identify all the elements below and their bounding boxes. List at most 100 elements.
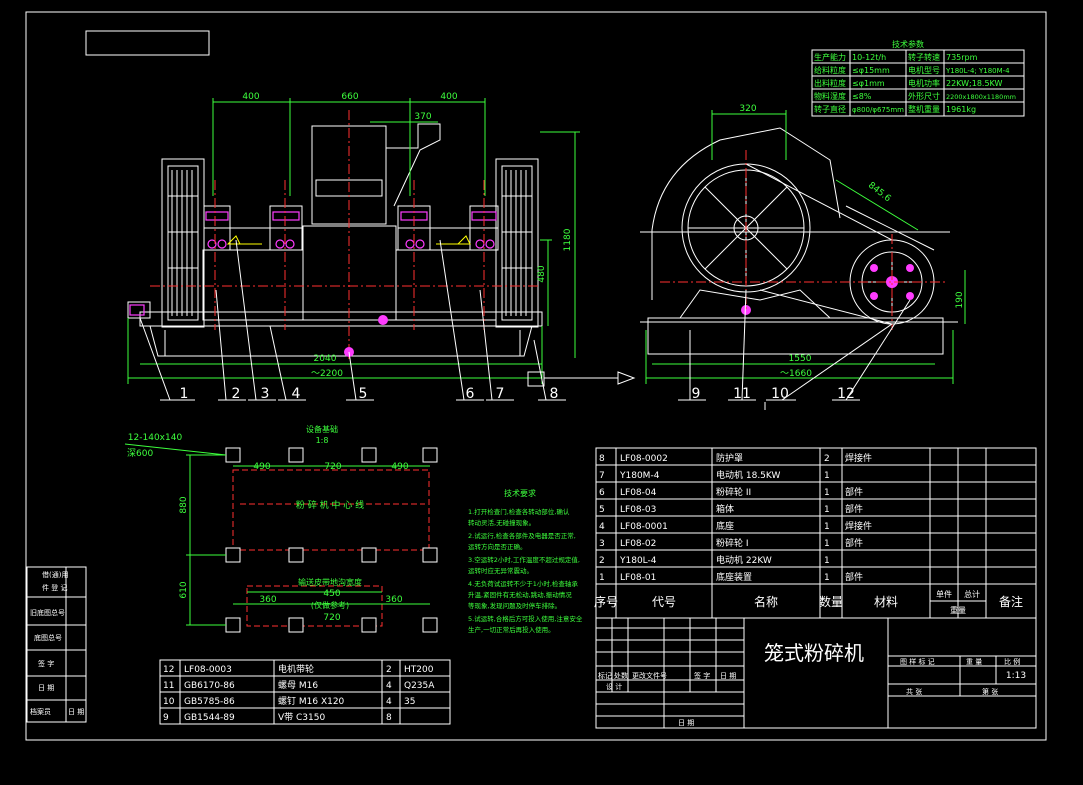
tech-params-title: 技术参数 <box>892 39 924 49</box>
balloon-number: 11 <box>733 386 751 402</box>
dim-label: 480 <box>537 265 547 282</box>
left-strip-text: 借(通)用 <box>42 570 68 579</box>
bom-cell: 7 <box>599 471 605 481</box>
title-label: 重 量 <box>966 658 982 666</box>
bom-header: 单件 <box>936 589 952 599</box>
bom-cell: LF08-0003 <box>184 665 232 675</box>
bom-header: 材料 <box>874 595 898 609</box>
param-cell: 物料湿度 <box>814 91 846 101</box>
tech-requirements: 技术要求 1.打开检查门,检查各转动部位,确认 转动灵活,无碰撞现象。 2.试运… <box>468 488 583 634</box>
dim-label: 190 <box>955 291 965 308</box>
param-cell: 电机功率 <box>908 78 940 88</box>
bom-cell: 2 <box>824 454 830 464</box>
bom-cell: 9 <box>163 713 169 723</box>
bom-cell: 部件 <box>845 537 863 549</box>
bom-header: 序号 <box>594 594 618 609</box>
bom-cell: 焊接件 <box>845 520 872 532</box>
left-strip-text: 底图总号 <box>34 633 62 642</box>
foundation-scale: 1:8 <box>316 436 329 445</box>
bom-cell: 1 <box>824 539 830 549</box>
bom-cell: Y180L-4 <box>619 556 657 566</box>
bom-header: 重量 <box>950 605 966 615</box>
left-strip-text: 日 期 <box>38 684 54 692</box>
bom-cell: 部件 <box>845 571 863 583</box>
left-strip-text: 件 登 记 <box>42 583 67 592</box>
param-cell: 出料粒度 <box>814 78 846 88</box>
bom-cell: 4 <box>599 522 605 532</box>
title-label: 更改文件号 <box>632 671 667 680</box>
title-label: 处数 <box>614 671 628 680</box>
dim-label: 320 <box>739 104 756 114</box>
left-strip-text: 签 字 <box>38 659 54 668</box>
foundation-title: 设备基础 <box>306 424 338 434</box>
bom-cell: 1 <box>824 505 830 515</box>
bom-cell: 防护罩 <box>716 452 743 464</box>
bom-header: 备注 <box>999 594 1023 609</box>
dim-label: ～2200 <box>311 369 343 379</box>
dim-label: 360 <box>385 595 402 605</box>
bom-header: 代号 <box>652 595 676 609</box>
bom-cell: 部件 <box>845 503 863 515</box>
bom-cell: 电动机 18.5KW <box>716 469 780 481</box>
title-block: 笼式粉碎机 图 样 标 记 重 量 比 例 共 张 第 张 标记 处数 更改文件… <box>595 617 1037 729</box>
bom-upper-table: 8 LF08-0002 防护罩 2 焊接件 7 Y180M-4 电动机 18.5… <box>594 447 1037 619</box>
param-cell: φ800/φ675mm <box>852 106 904 114</box>
title-label: 日 期 <box>720 672 736 680</box>
scale-value: 1:13 <box>1006 671 1026 681</box>
balloon-number: 4 <box>292 386 301 402</box>
bom-cell: 1 <box>824 556 830 566</box>
dim-label: 360 <box>259 595 276 605</box>
param-cell: 22KW;18.5KW <box>946 79 1003 88</box>
bom-cell: LF08-0001 <box>620 522 668 532</box>
bom-cell: LF08-04 <box>620 488 657 498</box>
dim-label: 490 <box>391 462 408 472</box>
param-cell: 电机型号 <box>908 65 940 75</box>
left-strip-text: 档案员 <box>30 707 51 716</box>
param-cell: 转子直径 <box>814 104 846 114</box>
bom-cell: Q235A <box>404 681 435 691</box>
bom-cell: 5 <box>599 505 605 515</box>
param-cell: ≤φ1mm <box>852 79 885 88</box>
dim-label: 720 <box>324 462 341 472</box>
foundation-plan: 设备基础 1:8 12-140x140 深600 <box>124 424 438 633</box>
bom-cell: V带 C3150 <box>278 712 325 723</box>
bom-cell: 电机带轮 <box>278 663 314 675</box>
param-cell: Y180L-4; Y180M-4 <box>945 67 1010 75</box>
bom-cell: GB1544-89 <box>184 713 235 723</box>
tech-req-line: 运转方向是否正确。 <box>468 542 527 551</box>
bom-cell: 12 <box>163 665 174 675</box>
title-label: 图 样 标 记 <box>900 657 935 666</box>
bom-cell: 粉碎轮 II <box>716 486 751 498</box>
side-view: 320 845.6 190 1550 ～1660 <box>527 104 966 387</box>
param-cell: 整机重量 <box>908 104 940 114</box>
bom-cell: 1 <box>824 573 830 583</box>
tech-req-line: 升温,紧固件有无松动,跳动,振动情况 <box>468 590 572 599</box>
tech-req-line: 等现象,发现问题及时停车排除。 <box>468 601 561 610</box>
bom-cell: 底座装置 <box>716 571 752 583</box>
title-label: 标记 <box>598 671 612 680</box>
bom-lower-table: 12 LF08-0003 电机带轮 2 HT200 11 GB6170-86 螺… <box>159 659 451 725</box>
dim-label: 2040 <box>314 354 337 364</box>
balloon-number: 8 <box>550 386 559 402</box>
bom-cell: 2 <box>386 665 392 675</box>
bom-cell: GB6170-86 <box>184 681 235 691</box>
balloon-number: 6 <box>466 386 475 402</box>
bom-cell: LF08-03 <box>620 505 656 515</box>
bom-cell: 螺母 M16 <box>278 680 318 691</box>
param-cell: 10-12t/h <box>852 53 886 62</box>
param-cell: ≤φ15mm <box>852 66 890 75</box>
left-strip <box>26 566 87 723</box>
bom-cell: 电动机 22KW <box>716 554 772 566</box>
tech-req-line: 5.试运转,合格后方可投入使用,注意安全 <box>468 614 583 623</box>
title-label: 日 期 <box>678 719 694 727</box>
param-cell: 2200x1800x1180mm <box>946 93 1016 101</box>
bom-cell: 8 <box>386 713 392 723</box>
param-cell: 1961kg <box>946 105 976 114</box>
tech-req-line: 3.空运转2小时,工作温度不超过规定值, <box>468 555 580 564</box>
center-line-label: 粉 碎 机 中 心 线 <box>296 499 364 511</box>
bom-cell: Y180M-4 <box>619 471 660 481</box>
balloon-number: 10 <box>771 386 789 402</box>
dim-label: 12-140x140 <box>128 433 183 443</box>
title-label: 设 计 <box>606 682 622 691</box>
